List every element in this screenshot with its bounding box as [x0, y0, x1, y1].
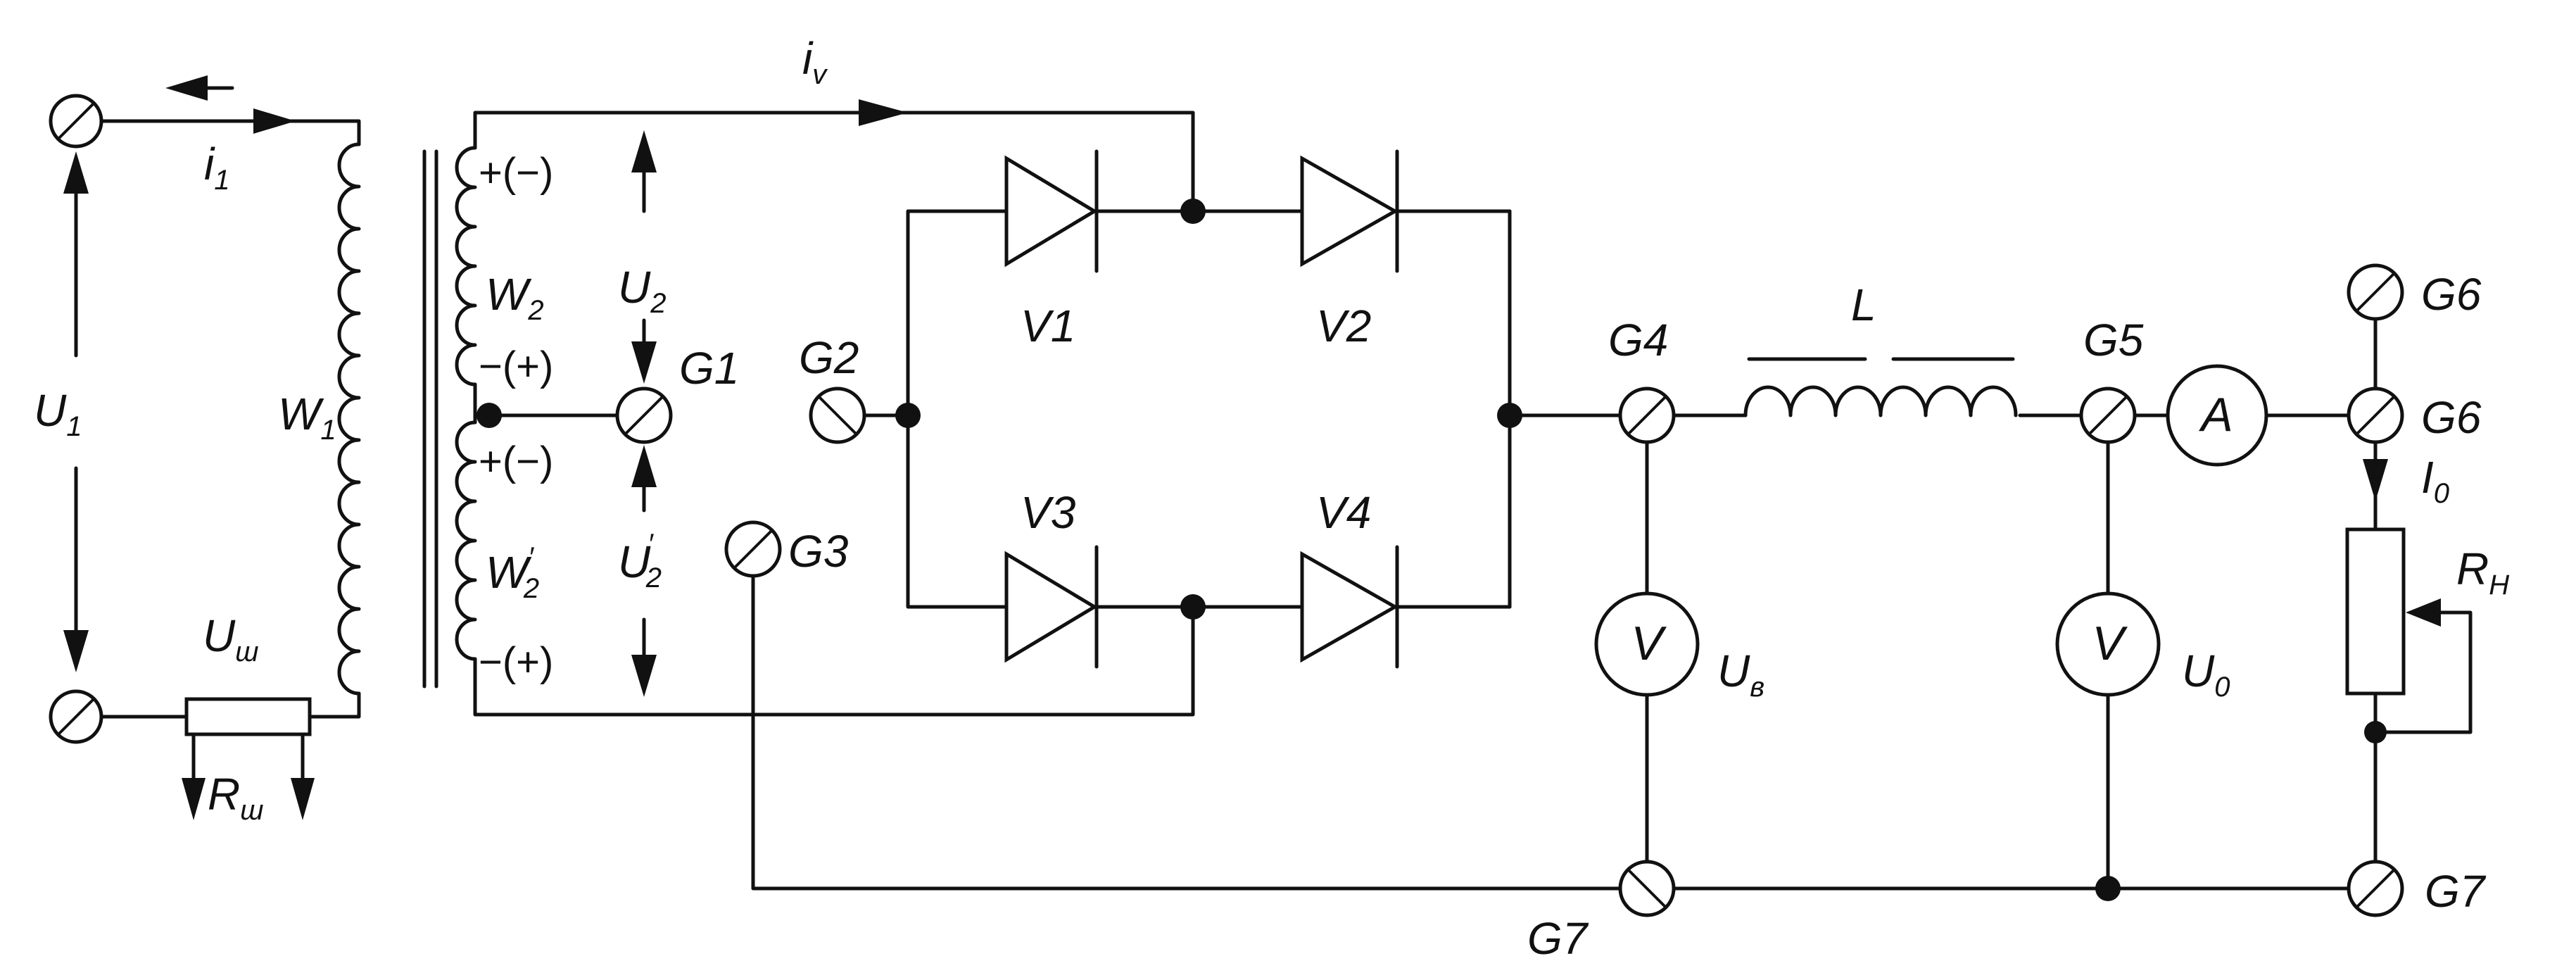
node-v3-v4	[1180, 594, 1206, 620]
terminal-g3[interactable]	[724, 520, 782, 578]
svg-text:I0: I0	[2421, 452, 2449, 509]
diode-v1	[1004, 149, 1099, 273]
terminal-g6-top[interactable]	[2347, 263, 2404, 321]
g6-label: G6	[2421, 392, 2482, 443]
u1-voltage-arrow	[63, 151, 89, 672]
primary-winding	[337, 142, 361, 696]
terminal-g1[interactable]	[615, 387, 673, 444]
svg-text:Uш: Uш	[203, 610, 258, 667]
v3-label: V3	[1021, 487, 1076, 538]
voltmeter-u0: V	[2055, 591, 2161, 697]
svg-text:U1: U1	[34, 385, 82, 442]
u2-label: U	[618, 262, 651, 313]
shunt-resistor	[184, 697, 312, 736]
diode-v4	[1300, 545, 1399, 669]
svg-text:iv: iv	[802, 33, 828, 90]
node-load-bottom	[2364, 721, 2387, 743]
svg-text:W2: W2	[486, 269, 544, 326]
polarity-label-3: +(−)	[479, 439, 553, 484]
svg-text:W′2: W′2	[486, 542, 539, 604]
polarity-label-1: +(−)	[479, 150, 553, 196]
l-label: L	[1851, 279, 1876, 330]
svg-text:Uв: Uв	[1717, 646, 1764, 703]
polarity-label-2: −(+)	[479, 344, 553, 389]
diode-v3	[1004, 545, 1099, 669]
node-v1-v2	[1180, 199, 1206, 224]
g7-right-label: G7	[2425, 866, 2487, 917]
u2-prime-voltage-arrow	[631, 445, 657, 697]
w2-label: W	[486, 269, 532, 320]
g6-top-label: G6	[2421, 269, 2482, 320]
input-terminal-top[interactable]	[49, 94, 103, 149]
current-arrow-i0	[2363, 459, 2388, 501]
ammeter-symbol: A	[2198, 388, 2233, 441]
u2-prime-label: U	[618, 536, 651, 587]
u1-label: U	[34, 385, 67, 436]
i1-label: i	[204, 139, 215, 189]
iv-label: i	[802, 33, 814, 84]
terminal-g7-right[interactable]	[2347, 860, 2404, 917]
w2-prime-label: W	[486, 547, 532, 598]
u2-voltage-arrow	[631, 130, 657, 384]
shunt-leads	[182, 732, 315, 820]
i0-label: I	[2421, 452, 2434, 503]
terminal-g6[interactable]	[2347, 387, 2404, 444]
v1-label: V1	[1021, 301, 1075, 351]
voltmeter-u0-symbol: V	[2092, 617, 2128, 670]
secondary-winding-w2	[455, 146, 477, 387]
v4-label: V4	[1316, 487, 1371, 538]
input-terminal-bottom[interactable]	[49, 689, 103, 744]
voltmeter-ue: V	[1594, 591, 1700, 697]
g4-label: G4	[1608, 315, 1668, 365]
w1-label: W	[278, 389, 324, 439]
g3-label: G3	[788, 526, 849, 577]
u0-label: U	[2182, 646, 2215, 696]
voltmeter-ue-symbol: V	[1631, 617, 1667, 670]
current-arrow-i1	[253, 108, 296, 134]
ammeter: A	[2166, 364, 2268, 467]
g5-label: G5	[2083, 315, 2144, 365]
primary-circuit	[96, 119, 438, 719]
terminal-g2[interactable]	[809, 387, 866, 444]
svg-text:i1: i1	[204, 139, 229, 196]
rheostat-wiper-arrow	[2406, 598, 2441, 627]
node-bridge-right	[1497, 403, 1522, 428]
g1-label: G1	[679, 343, 739, 394]
g7-label: G7	[1527, 913, 1589, 964]
terminal-g7[interactable]	[1618, 860, 1676, 917]
current-arrow-iv	[859, 99, 908, 126]
uw-label: U	[203, 610, 236, 661]
rw-label: R	[208, 769, 240, 819]
ue-label: U	[1717, 646, 1750, 696]
rh-label: R	[2456, 544, 2489, 594]
secondary-circuit	[455, 111, 1195, 717]
g2-label: G2	[799, 332, 859, 383]
svg-text:W1: W1	[278, 389, 336, 446]
diode-v2	[1300, 149, 1399, 273]
svg-text:U0: U0	[2182, 646, 2230, 703]
svg-text:Rш: Rш	[208, 769, 263, 826]
terminal-g4[interactable]	[1618, 387, 1676, 444]
v2-label: V2	[1316, 301, 1371, 351]
node-bridge-left	[895, 403, 921, 428]
terminal-g5[interactable]	[2079, 387, 2137, 444]
svg-text:U2: U2	[618, 262, 666, 319]
polarity-label-4: −(+)	[479, 639, 553, 685]
secondary-winding-w2-prime	[455, 420, 477, 661]
inductor-l	[1743, 357, 2018, 417]
node-output-return	[2095, 876, 2121, 901]
svg-text:U′2: U′2	[618, 529, 662, 593]
load-rheostat	[2345, 527, 2406, 696]
svg-text:RH: RH	[2456, 544, 2509, 601]
center-tap-node	[476, 403, 502, 428]
reverse-arrow-icon	[165, 75, 208, 101]
